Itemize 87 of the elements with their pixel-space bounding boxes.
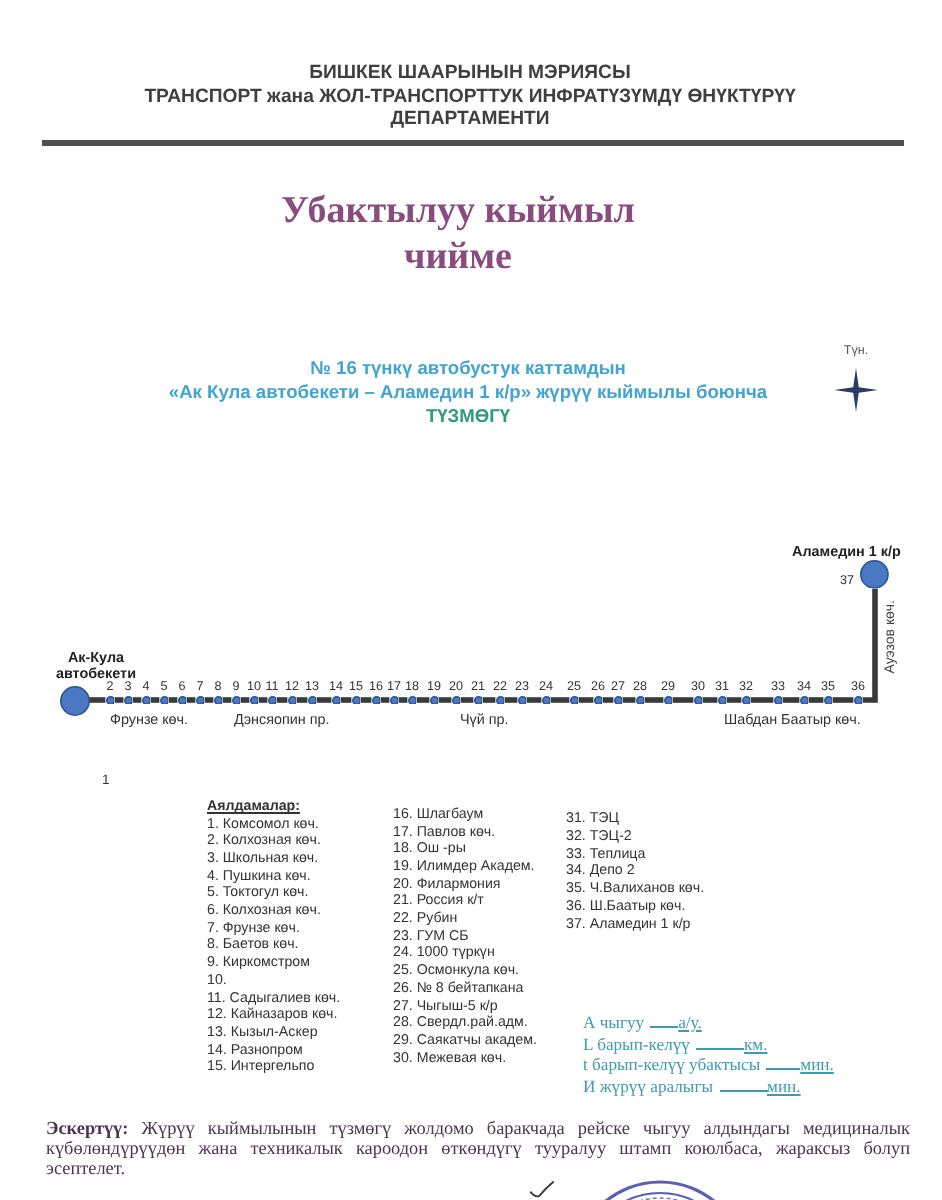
route-line: [380, 697, 390, 703]
stop-dot: [635, 695, 645, 705]
stop-dot: [799, 695, 809, 705]
stop-dot: [693, 695, 703, 705]
stop-dot: [195, 695, 205, 705]
stop-dot: [429, 695, 439, 705]
stop-dot: [773, 695, 783, 705]
route-line: [114, 697, 124, 703]
route-line: [340, 697, 352, 703]
stop-dot: [351, 695, 361, 705]
route-line: [316, 697, 332, 703]
stop-dot: [541, 695, 551, 705]
unit-label: мин.: [767, 1076, 801, 1097]
route-line: [222, 697, 232, 703]
route-heading: ТҮЗМӨГҮ: [425, 405, 511, 428]
stop-dot: [853, 695, 863, 705]
form-label: А чыгуу: [583, 1012, 645, 1032]
route-line: [644, 697, 664, 703]
route-line: [602, 697, 614, 703]
stop-dot: [823, 695, 833, 705]
stop-dot: [159, 695, 169, 705]
unit-label: мин.: [800, 1054, 834, 1075]
stop-dot: [123, 695, 133, 705]
stop-dot: [569, 695, 579, 705]
route-line: [504, 697, 518, 703]
stop-dot: [371, 695, 381, 705]
terminal-circle: [59, 685, 89, 715]
stop-dot: [613, 695, 623, 705]
form-label: И жүрүү аралыгы: [583, 1076, 713, 1097]
route-line: [132, 697, 142, 703]
stop-dot: [473, 695, 483, 705]
route-line: [186, 697, 196, 703]
note-text: Эскертүү: Жүрүү кыймылынын түзмөгү жолдомо баракчада рейске чыгуу алдындагы медициналык күбөлөндүрүүдөн жана техникалык кароодон өткөндүгү тууралуу штамп коюлбаса, жараксыз болуп эсептелет.: [46, 1117, 910, 1180]
route-line: [258, 697, 268, 703]
stop-dot: [231, 695, 241, 705]
stop-dot: [249, 695, 259, 705]
stop-dot: [389, 695, 399, 705]
route-line: [296, 697, 308, 703]
route-line: [276, 697, 288, 703]
route-line: [438, 697, 452, 703]
stop-dot: [517, 695, 527, 705]
route-line: [832, 697, 854, 703]
form-label: t барып-келүү убактысы: [583, 1054, 761, 1075]
route-line: [89, 697, 106, 703]
route-line: [482, 697, 496, 703]
unit-label: км.: [743, 1033, 768, 1054]
route-line: [168, 697, 178, 703]
department-header: ТРАНСПОРТ жана ЖОЛ-ТРАНСПОРТТУК ИНФРАТҮЗҮМДҮ ӨНҮКТҮРҮҮ ДЕПАРТАМЕНТИ: [142, 85, 798, 132]
stop-dot: [495, 695, 505, 705]
route-line: [578, 697, 594, 703]
route-line: [622, 697, 636, 703]
stop-dot: [741, 695, 751, 705]
route-line: [416, 697, 430, 703]
route-line: [862, 588, 878, 703]
stop-dot: [663, 695, 673, 705]
stop-dot: [267, 695, 277, 705]
route-line: [750, 697, 774, 703]
stop-dot: [331, 695, 341, 705]
route-line: [672, 697, 694, 703]
route-line: [702, 697, 718, 703]
stop-dot: [407, 695, 417, 705]
route-line: [550, 697, 570, 703]
route-line: [204, 697, 214, 703]
stop-dot: [593, 695, 603, 705]
stop-dot: [307, 695, 317, 705]
route-line: [460, 697, 474, 703]
route-line: [726, 697, 742, 703]
unit-label: а/у.: [678, 1012, 702, 1032]
route-line: [240, 697, 250, 703]
route-line: [526, 697, 542, 703]
document-title: Убактылуу кыймыл чийме: [279, 188, 637, 280]
route-line: [782, 697, 800, 703]
route-line: [150, 697, 160, 703]
route-line: [808, 697, 824, 703]
stop-dot: [451, 695, 461, 705]
stop-dot: [287, 695, 297, 705]
stop-dot: [717, 695, 727, 705]
route-line: [398, 697, 408, 703]
stop-dot: [213, 695, 223, 705]
stop-dot: [177, 695, 187, 705]
terminal-circle: [860, 559, 890, 589]
stop-dot: [105, 695, 115, 705]
route-heading: № 16 түнкү автобустук каттамдын «Ак Кула автобекети – Аламедин 1 к/р» жүрүү кыймылы боюнча: [166, 358, 770, 404]
route-line: [360, 697, 372, 703]
form-label: L барып-келүү: [583, 1033, 690, 1054]
department-header: БИШКЕК ШААРЫНЫН МЭРИЯСЫ: [309, 62, 631, 86]
stop-dot: [141, 695, 151, 705]
